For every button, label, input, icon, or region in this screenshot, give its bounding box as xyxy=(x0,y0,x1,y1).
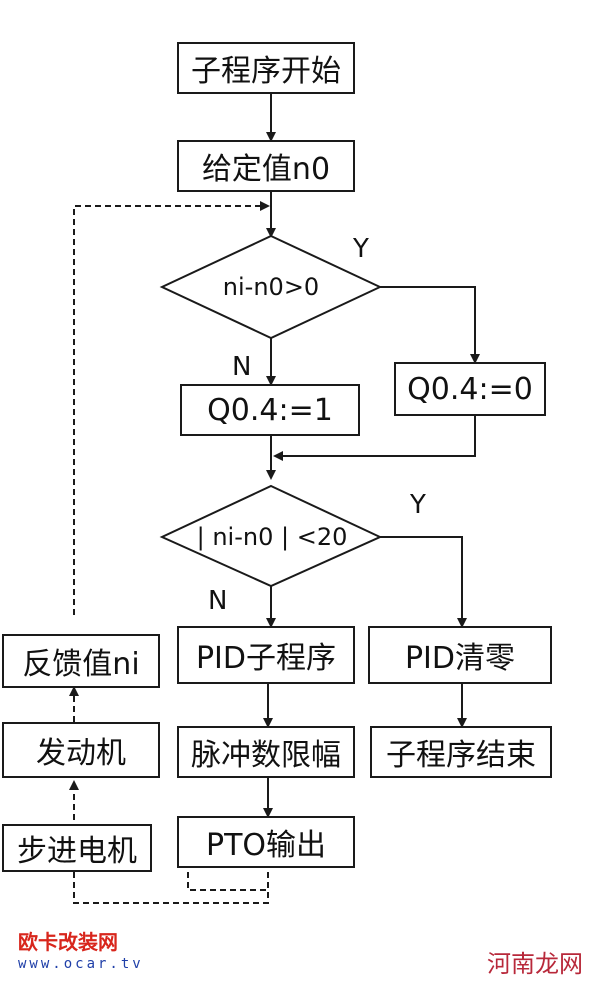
set-q04-1-box: Q0.4:=1 xyxy=(180,384,360,436)
pto-output-box: PTO输出 xyxy=(177,816,355,868)
decision-diamond-2 xyxy=(159,484,383,588)
decision1-no-label: N xyxy=(232,352,252,382)
watermark-site-url: www.ocar.tv xyxy=(18,956,144,972)
decision-diamond-1 xyxy=(159,234,383,340)
pid-clear-box: PID清零 xyxy=(368,626,552,684)
pid-subroutine-box: PID子程序 xyxy=(177,626,355,684)
decision2-text: | ni-n0 | <20 xyxy=(196,523,348,551)
set-q04-0-box: Q0.4:=0 xyxy=(394,362,546,416)
start-box: 子程序开始 xyxy=(177,42,355,94)
given-value-box: 给定值n0 xyxy=(177,140,355,192)
decision2-no-label: N xyxy=(208,586,228,616)
decision1-text: ni-n0>0 xyxy=(222,273,320,301)
decision2-yes-label: Y xyxy=(410,490,426,520)
pulse-limit-box: 脉冲数限幅 xyxy=(177,726,355,778)
decision1-yes-label: Y xyxy=(353,234,369,264)
feedback-box: 反馈值ni xyxy=(2,634,160,688)
watermark-brand: 河南龙网 xyxy=(487,950,583,978)
stepper-box: 步进电机 xyxy=(2,824,152,872)
watermark-site-title: 欧卡改装网 xyxy=(18,930,118,954)
engine-box: 发动机 xyxy=(2,722,160,778)
sub-end-box: 子程序结束 xyxy=(370,726,552,778)
